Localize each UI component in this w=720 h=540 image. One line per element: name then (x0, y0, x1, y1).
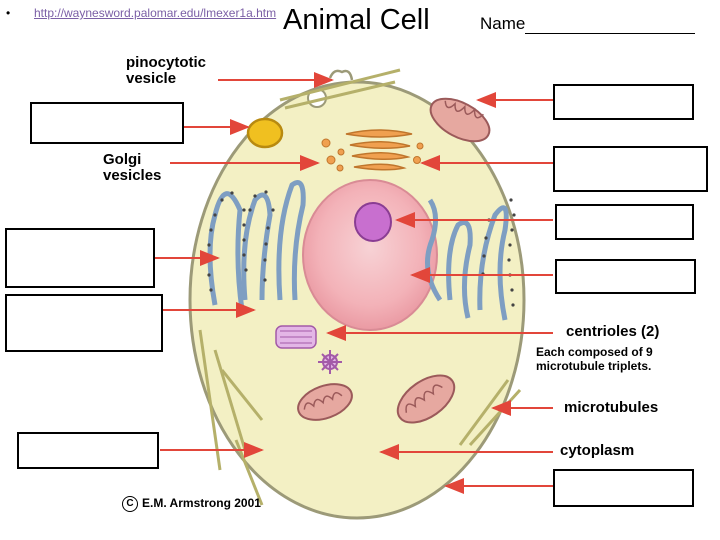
label-centrioles-note: Each composed of 9 microtubule triplets. (536, 345, 676, 373)
centriole-cylinder (276, 326, 316, 348)
answer-box-right-4[interactable] (555, 259, 696, 294)
copyright-notice: C E.M. Armstrong 2001 (122, 496, 261, 512)
answer-box-right-5[interactable] (553, 469, 694, 507)
answer-box-right-2[interactable] (553, 146, 708, 192)
answer-box-left-3[interactable] (5, 294, 163, 352)
copyright-text: E.M. Armstrong 2001 (142, 496, 261, 510)
label-cytoplasm: cytoplasm (560, 443, 634, 459)
pinocytotic-vesicle (330, 71, 352, 80)
answer-box-right-1[interactable] (553, 84, 694, 120)
answer-box-left-1[interactable] (30, 102, 184, 144)
answer-box-left-2[interactable] (5, 228, 155, 288)
copyright-symbol: C (122, 496, 138, 512)
label-centrioles: centrioles (2) (566, 324, 659, 340)
label-microtubules: microtubules (564, 400, 658, 416)
label-pinocytotic-vesicle: pinocytotic vesicle (126, 55, 221, 87)
lysosome (248, 119, 282, 147)
answer-box-left-4[interactable] (17, 432, 159, 469)
answer-box-right-3[interactable] (555, 204, 694, 240)
nucleolus (355, 203, 391, 241)
label-golgi-vesicles: Golgi vesicles (103, 152, 173, 184)
